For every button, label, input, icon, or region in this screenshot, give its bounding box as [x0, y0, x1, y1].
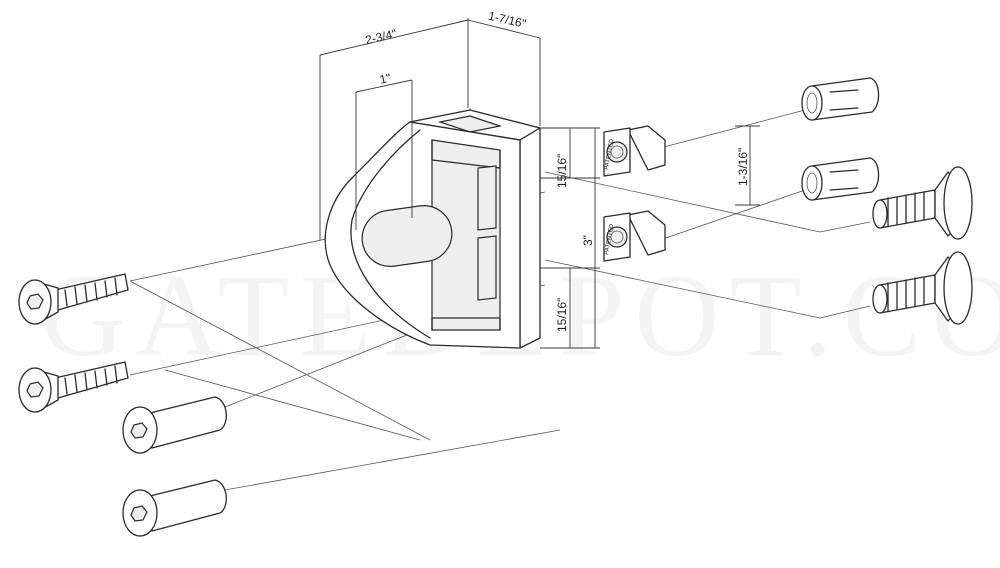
dim-height: 3": [581, 235, 595, 246]
alignment-lines: [129, 109, 871, 491]
dim-slot: 1": [378, 71, 392, 87]
dim-bottom: 15/16": [555, 298, 569, 332]
nut-label-top: PATENTED: [604, 138, 615, 170]
flat-head-screw-top: [18, 273, 129, 325]
carriage-bolt-bottom: [872, 251, 973, 325]
insert-sleeve-top: [801, 77, 880, 121]
barrel-nut-bottom: [122, 479, 227, 537]
flat-head-screw-bottom: [18, 361, 129, 413]
square-nut-top: PATENTED: [603, 125, 666, 177]
hinge-bracket: [324, 108, 541, 349]
dim-depth: 1-7/16": [487, 9, 527, 31]
square-nut-bottom: PATENTED: [603, 210, 666, 262]
dim-width: 2-3/4": [364, 27, 398, 48]
dim-top: 15/16": [555, 154, 569, 188]
dim-spacing: 1-3/16": [736, 148, 750, 186]
carriage-bolt-top: [872, 166, 973, 240]
insert-sleeve-middle: [801, 157, 880, 201]
barrel-nut-top: [122, 396, 227, 454]
nut-label-bottom: PATENTED: [604, 223, 615, 255]
dimension-lines: [319, 18, 760, 349]
